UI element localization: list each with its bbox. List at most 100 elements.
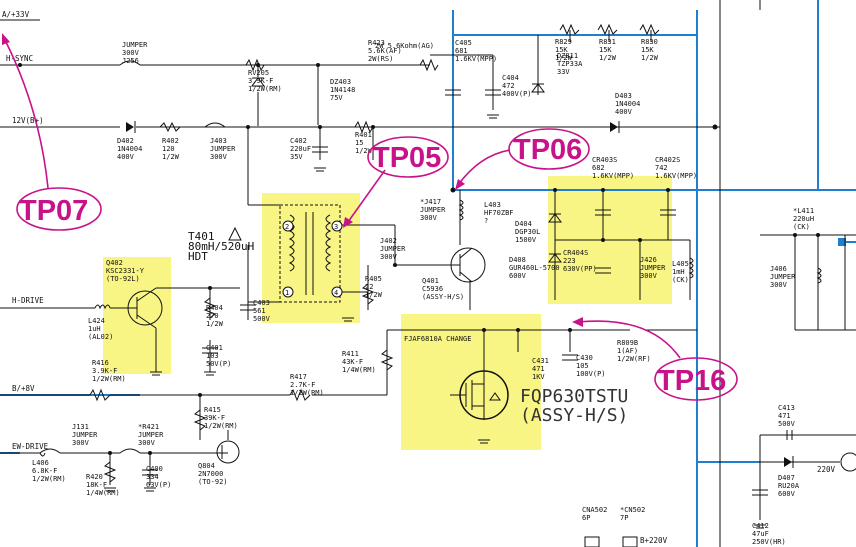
label-rv205-line: 1/2W(RM) bbox=[248, 85, 282, 93]
label-d408-line: 600V bbox=[509, 272, 527, 280]
label-r809b-line: 1(AF) bbox=[617, 347, 638, 355]
label-r421-line: *R421 bbox=[138, 423, 159, 431]
label-rv205-line: RV205 bbox=[248, 69, 269, 77]
label-cr404s-line: CR404S bbox=[563, 249, 588, 257]
label-r416-line: 3.9K-F bbox=[92, 367, 117, 375]
label-r401-line: 1/2W bbox=[355, 147, 373, 155]
label-r831-line: 15K bbox=[599, 46, 612, 54]
label-r420-line: 1/4W(RM) bbox=[86, 489, 120, 497]
svg-text:2: 2 bbox=[285, 223, 289, 231]
tp05-label: TP05 bbox=[372, 142, 441, 174]
label-r417-line: 1/2W(RM) bbox=[290, 389, 324, 397]
label-j402-line: 300V bbox=[380, 253, 398, 261]
label-r829-line: R829 bbox=[555, 38, 572, 46]
tp16-bubble bbox=[654, 357, 738, 401]
label-cr404s-line: 223 bbox=[563, 257, 576, 265]
label-c403-line: 561 bbox=[253, 307, 266, 315]
net-12v: 12V(B+) bbox=[12, 116, 44, 125]
label-r402-line: R402 bbox=[162, 137, 179, 145]
label-q401-line: (ASSY-H/S) bbox=[422, 293, 464, 301]
label-r405-line: 22 bbox=[365, 283, 373, 291]
label-l403-line: ? bbox=[484, 217, 488, 225]
label-c413-line: 471 bbox=[778, 412, 791, 420]
label-t401-line: 80mH/520uH bbox=[188, 240, 254, 253]
label-dz403-line: 75V bbox=[330, 94, 343, 102]
label-j131-line: J131 bbox=[72, 423, 89, 431]
label-t401-line: HDT bbox=[188, 250, 208, 263]
label-cna502-line: CNA502 bbox=[582, 506, 607, 514]
label-l411-line: *L411 bbox=[793, 207, 814, 215]
label-c404-line: 400V(P) bbox=[502, 90, 532, 98]
label-r809b-line: 1/2W(RF) bbox=[617, 355, 651, 363]
label-c405-line: C405 bbox=[455, 39, 472, 47]
label-j417-line: JUMPER bbox=[420, 206, 446, 214]
label-j402-line: JUMPER bbox=[380, 245, 406, 253]
label-r417-line: 2.7K-F bbox=[290, 381, 315, 389]
label-r830-line: 1/2W bbox=[641, 54, 659, 62]
components: 21 34 bbox=[39, 23, 856, 547]
label-c402-line: C402 bbox=[290, 137, 307, 145]
label-r421-line: JUMPER bbox=[138, 431, 164, 439]
label-c400-line: C400 bbox=[146, 465, 163, 473]
label-d407-line: RU20A bbox=[778, 482, 800, 490]
label-l405-line: 1mH bbox=[672, 268, 685, 276]
label-r809b-line: R809B bbox=[617, 339, 638, 347]
label-c412-line: 250V(HR) bbox=[752, 538, 786, 546]
label-c404-line: C404 bbox=[502, 74, 519, 82]
net-hdrive: H-DRIVE bbox=[12, 296, 44, 305]
label-d404-line: DGP30L bbox=[515, 228, 540, 236]
label-c405-line: 1.6KV(MPP) bbox=[455, 55, 497, 63]
label-cn502-line: 7P bbox=[620, 514, 628, 522]
label-j426-line: 300V bbox=[640, 272, 658, 280]
label-c412-line: 47uF bbox=[752, 530, 769, 538]
label-cr402s-line: 1.6KV(MPP) bbox=[655, 172, 697, 180]
label-r416-line: 1/2W(RM) bbox=[92, 375, 126, 383]
label-r402-line: 120 bbox=[162, 145, 175, 153]
label-c402-line: 35V bbox=[290, 153, 303, 161]
label-dz403-line: DZ403 bbox=[330, 78, 351, 86]
svg-text:3: 3 bbox=[334, 223, 338, 231]
label-r831-line: 1/2W bbox=[599, 54, 617, 62]
label-l424-line: 1uH bbox=[88, 325, 101, 333]
label-cna502-line: 6P bbox=[582, 514, 590, 522]
label-cr403s-line: 1.6KV(MPP) bbox=[592, 172, 634, 180]
label-c430-line: C430 bbox=[576, 354, 593, 362]
label-dz811-line: DZ811 bbox=[557, 52, 578, 60]
net-220v: 220V bbox=[817, 465, 836, 474]
tp05-bubble bbox=[367, 136, 449, 178]
label-r404-line: 1/2W bbox=[206, 320, 224, 328]
label-j403-line: JUMPER bbox=[210, 145, 236, 153]
label-d403-line: 1N4004 bbox=[615, 100, 640, 108]
fqp-part-line1: FQP630TSTU bbox=[520, 386, 628, 407]
label-r421-line: 300V bbox=[138, 439, 156, 447]
label-c413-line: 500V bbox=[778, 420, 796, 428]
tp07-label: TP07 bbox=[19, 195, 88, 227]
label-l405-line: (CK) bbox=[672, 276, 689, 284]
label-d403-line: 400V bbox=[615, 108, 633, 116]
label-r830-line: 15K bbox=[641, 46, 654, 54]
svg-text:4: 4 bbox=[334, 289, 338, 297]
label-d403-line: D403 bbox=[615, 92, 632, 100]
label-d402-line: D402 bbox=[117, 137, 134, 145]
label-cr402s-line: 742 bbox=[655, 164, 668, 172]
fqp-part-line2: (ASSY-H/S) bbox=[520, 405, 628, 426]
label-cr402s-line: CR402S bbox=[655, 156, 680, 164]
